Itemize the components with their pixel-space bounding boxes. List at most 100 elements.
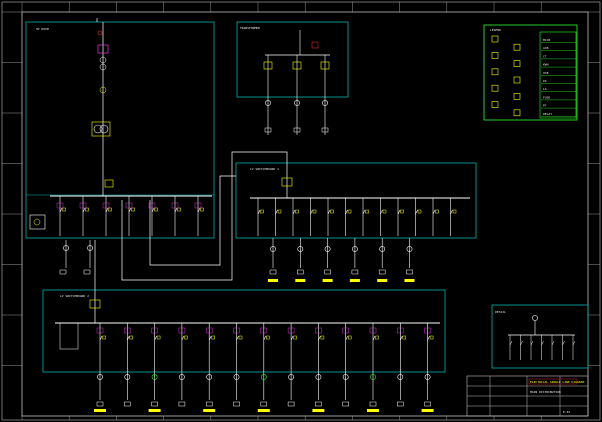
- breaker-handle: [108, 207, 112, 212]
- load-box: [397, 401, 404, 407]
- breaker-blade: [257, 209, 261, 215]
- load-box: [96, 401, 104, 407]
- detail-breaker: [541, 340, 544, 346]
- breaker-blade: [362, 209, 366, 215]
- breaker-handle: [200, 207, 204, 212]
- breaker-blade: [263, 335, 267, 341]
- feeder-tag: [349, 279, 360, 282]
- meter-icon: [406, 246, 413, 252]
- breaker-blade: [450, 209, 453, 215]
- feeder-ct-icon: [96, 327, 104, 334]
- panel-detail: [491, 304, 589, 369]
- legend-row-label: RELAY: [543, 112, 552, 116]
- load-box: [342, 401, 349, 407]
- breaker-handle: [365, 209, 369, 214]
- feeder-ct-icon: [287, 327, 295, 334]
- breaker-handle: [375, 335, 379, 340]
- panel-lv-lower-title: LV SWITCHBOARD 2: [60, 294, 89, 298]
- capacitor-cabinet-icon: [59, 322, 79, 350]
- meter-icon: [397, 374, 404, 380]
- title-block: ELECTRICAL SINGLE LINE DIAGRAM MAIN DIST…: [466, 375, 589, 417]
- legend-row-label: FUSE: [543, 95, 550, 99]
- load-box: [406, 269, 413, 275]
- breaker-handle: [62, 207, 66, 212]
- load-box: [378, 269, 386, 275]
- breaker-blade: [197, 207, 201, 213]
- meter-icon: [532, 315, 538, 321]
- tx-switch-icon: [292, 61, 302, 70]
- load-box: [269, 269, 277, 275]
- legend-row-label: LA: [543, 87, 547, 91]
- breaker-handle: [131, 207, 135, 212]
- breaker-handle: [452, 209, 457, 214]
- breaker-blade: [415, 209, 418, 215]
- panel-lv-upper-title: LV SWITCHBOARD 1: [250, 167, 279, 171]
- meter-icon: [151, 374, 158, 380]
- meter-icon: [297, 246, 304, 252]
- inner-frame: [21, 11, 589, 417]
- legend-symbol-icon: [491, 68, 499, 76]
- feeder-tag: [421, 409, 434, 412]
- tx-relay-icon: [311, 41, 319, 49]
- breaker-handle: [238, 335, 243, 340]
- vcb-icon: [99, 86, 107, 94]
- load-box: [324, 269, 331, 275]
- legend-symbol-icon: [513, 109, 521, 117]
- feeder-ct-icon: [102, 202, 110, 209]
- feeder-tag: [268, 279, 278, 282]
- breaker-blade: [208, 335, 212, 341]
- feeder-ct-icon: [171, 202, 179, 209]
- load-box: [264, 127, 272, 133]
- load-box: [315, 401, 322, 407]
- legend-symbol-icon: [513, 76, 521, 84]
- legend-symbol-icon: [491, 101, 499, 108]
- breaker-handle: [402, 335, 407, 340]
- feeder-tag: [257, 409, 270, 412]
- panel-hv-incoming: [25, 21, 215, 239]
- breaker-blade: [380, 209, 383, 215]
- feeder-tag: [203, 409, 216, 412]
- load-box: [205, 401, 213, 407]
- panel-lv-upper: [235, 162, 477, 239]
- hv-column: [29, 22, 212, 230]
- meter-icon: [324, 246, 331, 252]
- legend-symbol-icon: [513, 43, 521, 51]
- legend-symbol-icon: [491, 35, 499, 43]
- title-project: ELECTRICAL SINGLE LINE DIAGRAM: [530, 380, 584, 384]
- ct-icon: [99, 63, 107, 71]
- detail-breaker: [572, 340, 576, 346]
- breaker-handle: [429, 335, 434, 340]
- panel-hv-title: HV ROOM: [36, 27, 49, 31]
- breaker-blade: [236, 335, 239, 341]
- feeder-tag: [295, 279, 306, 282]
- load-box: [151, 401, 158, 407]
- detail-breaker: [530, 340, 534, 346]
- detail-breaker: [520, 340, 523, 346]
- load-box: [178, 401, 186, 407]
- breaker-blade: [127, 335, 130, 341]
- breaker-handle: [435, 209, 439, 214]
- meter-icon: [233, 374, 240, 380]
- detail-diagram: [508, 315, 576, 360]
- meter-icon: [206, 374, 213, 380]
- breaker-blade: [154, 335, 157, 341]
- breaker-blade: [400, 335, 403, 341]
- transformer-icon: [91, 121, 111, 137]
- load-box: [287, 401, 295, 407]
- meter-icon: [124, 374, 131, 380]
- breaker-handle: [102, 335, 106, 340]
- feeder-tag: [148, 409, 161, 412]
- breaker-blade: [318, 335, 321, 341]
- feeder-ct-icon: [424, 327, 431, 334]
- detail-breaker: [509, 340, 513, 346]
- breaker-handle: [382, 209, 387, 214]
- breaker-blade: [292, 209, 296, 215]
- feeder-ct-icon: [148, 202, 156, 209]
- breaker-blade: [397, 209, 401, 215]
- feeder-ct-icon: [315, 327, 322, 334]
- feeder-tag: [312, 409, 325, 412]
- load-box: [351, 269, 359, 275]
